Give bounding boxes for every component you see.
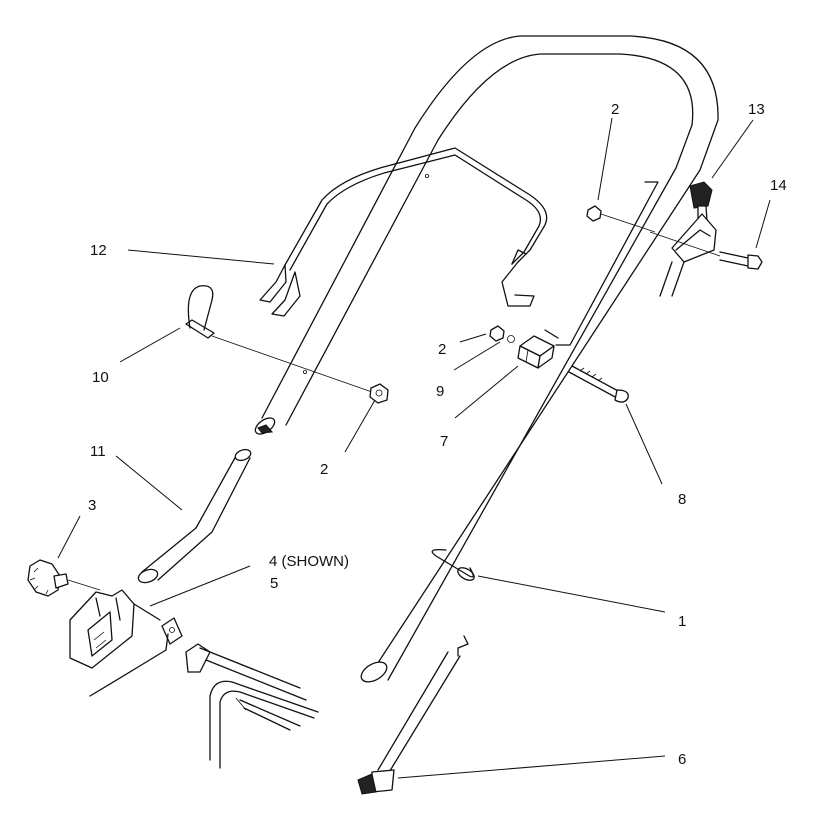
control-bail-part-12 xyxy=(259,147,548,317)
callout-8: 8 xyxy=(678,491,686,508)
callout-9: 9 xyxy=(436,383,444,400)
callout-12: 12 xyxy=(90,242,107,259)
callout-5: 5 xyxy=(270,575,278,592)
callout-3: 3 xyxy=(88,497,96,514)
callout-6: 6 xyxy=(678,751,686,768)
callout-2-left: 2 xyxy=(320,461,328,478)
nut-part-2-upper xyxy=(586,205,656,233)
hairpin-part-10 xyxy=(185,285,373,393)
shift-lever-part-13 xyxy=(649,181,721,297)
mower-deck-fragment xyxy=(89,633,319,769)
callout-1: 1 xyxy=(678,613,686,630)
handle-knob-part-3 xyxy=(27,559,101,597)
callout-11: 11 xyxy=(90,443,106,460)
cable-clip-part-7 xyxy=(517,335,555,369)
callout-7: 7 xyxy=(440,433,448,450)
nut-part-2-middle xyxy=(489,325,515,343)
callout-labels: 1 2 2 2 3 4 (SHOWN) 5 6 7 8 9 10 11 12 1… xyxy=(88,101,787,768)
callout-4-shown: 4 (SHOWN) xyxy=(269,553,349,570)
callout-13: 13 xyxy=(748,101,765,118)
bolt-part-14 xyxy=(719,251,763,270)
callout-14: 14 xyxy=(770,177,787,194)
leader-lines xyxy=(57,117,771,779)
lower-handle-part-11 xyxy=(137,448,252,584)
upper-handle-part-1 xyxy=(254,35,719,683)
handle-bracket-part-4-5 xyxy=(69,589,183,669)
callout-10: 10 xyxy=(92,369,109,386)
callout-2-upper: 2 xyxy=(611,101,619,118)
cable-tie-part-1 xyxy=(431,548,475,581)
carriage-bolt-part-8 xyxy=(568,365,629,403)
callout-2-middle: 2 xyxy=(438,341,446,358)
control-cable-part-6 xyxy=(357,635,469,795)
nut-part-2-left xyxy=(369,383,389,404)
